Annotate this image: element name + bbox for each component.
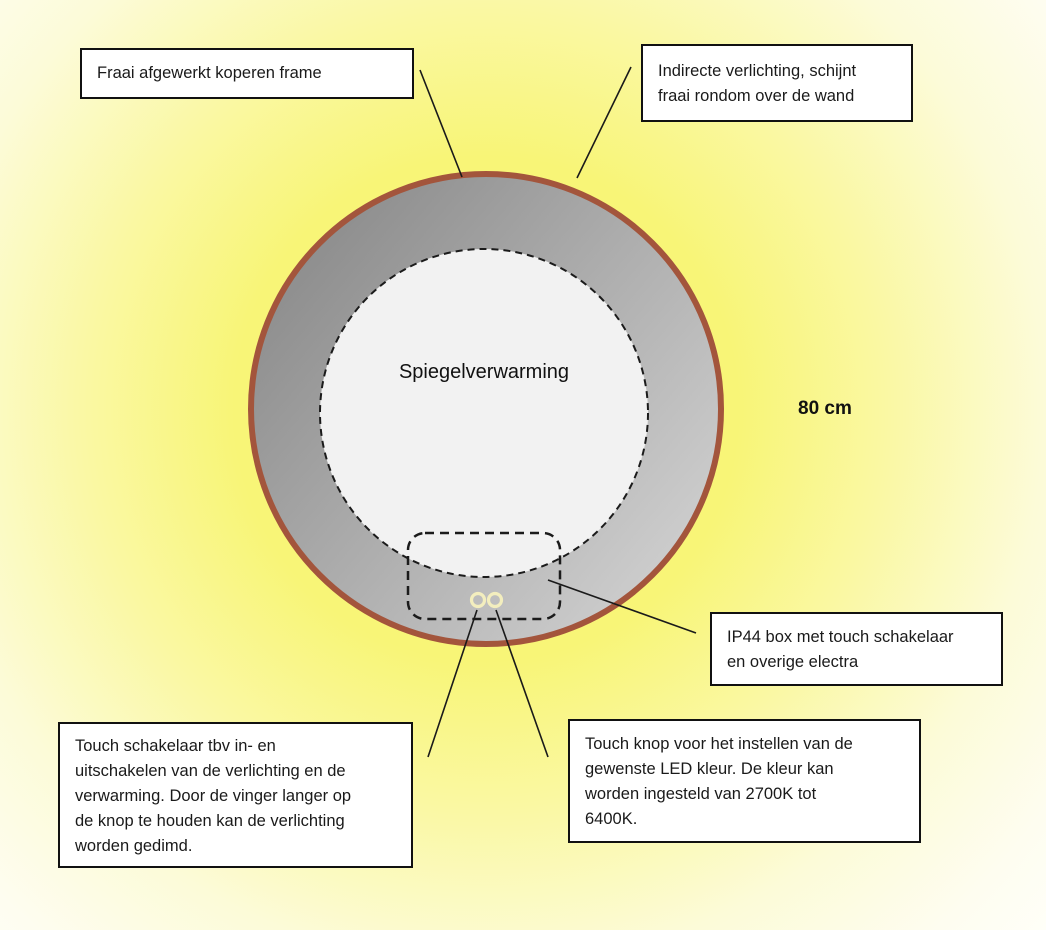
callout-line-ip44 xyxy=(547,579,697,634)
ip44-zone-rect xyxy=(406,531,562,621)
callout-text: en overige electra xyxy=(727,653,859,671)
touch-button-right xyxy=(486,591,504,609)
callout-text: gewenste LED kleur. De kleur kan xyxy=(585,760,834,778)
callout-text: Fraai afgewerkt koperen frame xyxy=(97,64,322,82)
callout-line-touch-color xyxy=(495,609,549,758)
touch-button-left xyxy=(469,591,487,609)
callout-text: Touch knop voor het instellen van de xyxy=(585,735,853,753)
callout-text: uitschakelen van de verlichting en de xyxy=(75,762,346,780)
heating-zone-label: Spiegelverwarming xyxy=(398,361,570,383)
callout-box-ip44: IP44 box met touch schakelaar en overige… xyxy=(710,612,1003,686)
callout-text: worden gedimd. xyxy=(75,837,193,855)
dimension-label: 80 cm xyxy=(798,398,852,419)
callout-line-indirect-light xyxy=(576,66,632,179)
heating-zone-circle xyxy=(319,248,649,578)
callout-text: verwarming. Door de vinger langer op xyxy=(75,787,352,805)
callout-text: IP44 box met touch schakelaar xyxy=(727,628,954,646)
callout-box-indirect-light: Indirecte verlichting, schijnt fraai ron… xyxy=(641,44,913,122)
callout-text: Touch schakelaar tbv in- en xyxy=(75,737,276,755)
callout-box-touch-color: Touch knop voor het instellen van de gew… xyxy=(568,719,921,843)
callout-text: worden ingesteld van 2700K tot xyxy=(585,785,817,803)
callout-text: fraai rondom over de wand xyxy=(658,87,855,105)
callout-box-touch-switch: Touch schakelaar tbv in- en uitschakelen… xyxy=(58,722,413,868)
callout-line-frame xyxy=(419,69,463,178)
callout-line-touch-switch xyxy=(427,609,478,758)
callout-text: Indirecte verlichting, schijnt xyxy=(658,62,857,80)
callout-text: de knop te houden kan de verlichting xyxy=(75,812,345,830)
callout-box-frame: Fraai afgewerkt koperen frame xyxy=(80,48,414,99)
callout-text: 6400K. xyxy=(585,810,638,828)
